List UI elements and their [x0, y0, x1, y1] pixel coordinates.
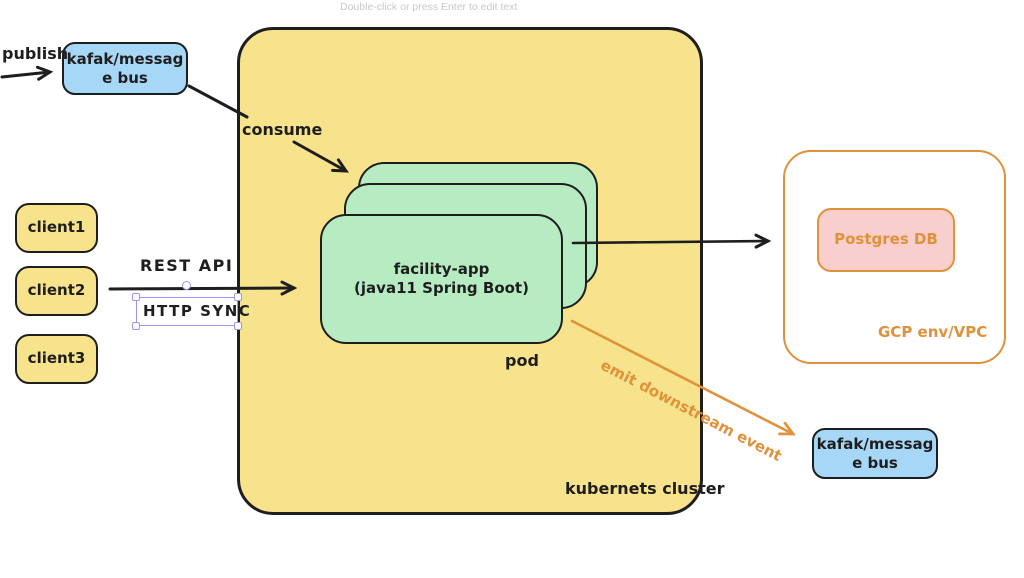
facility-app-node[interactable]: facility-app (java11 Spring Boot) — [320, 214, 563, 344]
postgres-db-node[interactable]: Postgres DB — [817, 208, 955, 272]
client2-node[interactable]: client2 — [15, 266, 98, 316]
selection-box — [136, 297, 238, 326]
kubernetes-cluster-label[interactable]: kubernets cluster — [565, 479, 725, 498]
edit-hint-text: Double-click or press Enter to edit text — [340, 1, 518, 13]
publish-label[interactable]: publish — [2, 44, 69, 63]
client3-node[interactable]: client3 — [15, 334, 98, 384]
client1-node[interactable]: client1 — [15, 203, 98, 253]
facility-app-name: facility-app — [393, 259, 490, 278]
kafka-top-line2: e bus — [102, 68, 148, 87]
kafka-message-bus-bottom-node[interactable]: kafak/messag e bus — [812, 428, 938, 479]
client2-label: client2 — [27, 281, 86, 300]
postgres-db-label: Postgres DB — [834, 230, 938, 249]
selection-handle-sw[interactable] — [132, 322, 140, 330]
http-sync-textbox[interactable]: HTTP SYNC — [143, 302, 252, 320]
gcp-env-label[interactable]: GCP env/VPC — [878, 323, 988, 341]
kafka-message-bus-top-node[interactable]: kafak/messag e bus — [62, 42, 188, 95]
facility-app-runtime: (java11 Spring Boot) — [354, 279, 529, 297]
kafka-bottom-line2: e bus — [852, 453, 898, 472]
client1-label: client1 — [27, 218, 86, 237]
kafka-bottom-line1: kafak/messag — [816, 434, 934, 453]
publish-arrow[interactable] — [0, 65, 54, 81]
rest-api-label[interactable]: REST API — [140, 256, 234, 275]
consume-label[interactable]: consume — [242, 120, 323, 139]
selection-handle-nw[interactable] — [132, 293, 140, 301]
pod-label[interactable]: pod — [505, 351, 539, 370]
kafka-top-line1: kafak/messag — [66, 49, 184, 68]
selection-handle-ne[interactable] — [234, 293, 242, 301]
client3-label: client3 — [27, 349, 86, 368]
selection-handle-se[interactable] — [234, 322, 242, 330]
selection-rotate-handle[interactable] — [182, 281, 191, 290]
